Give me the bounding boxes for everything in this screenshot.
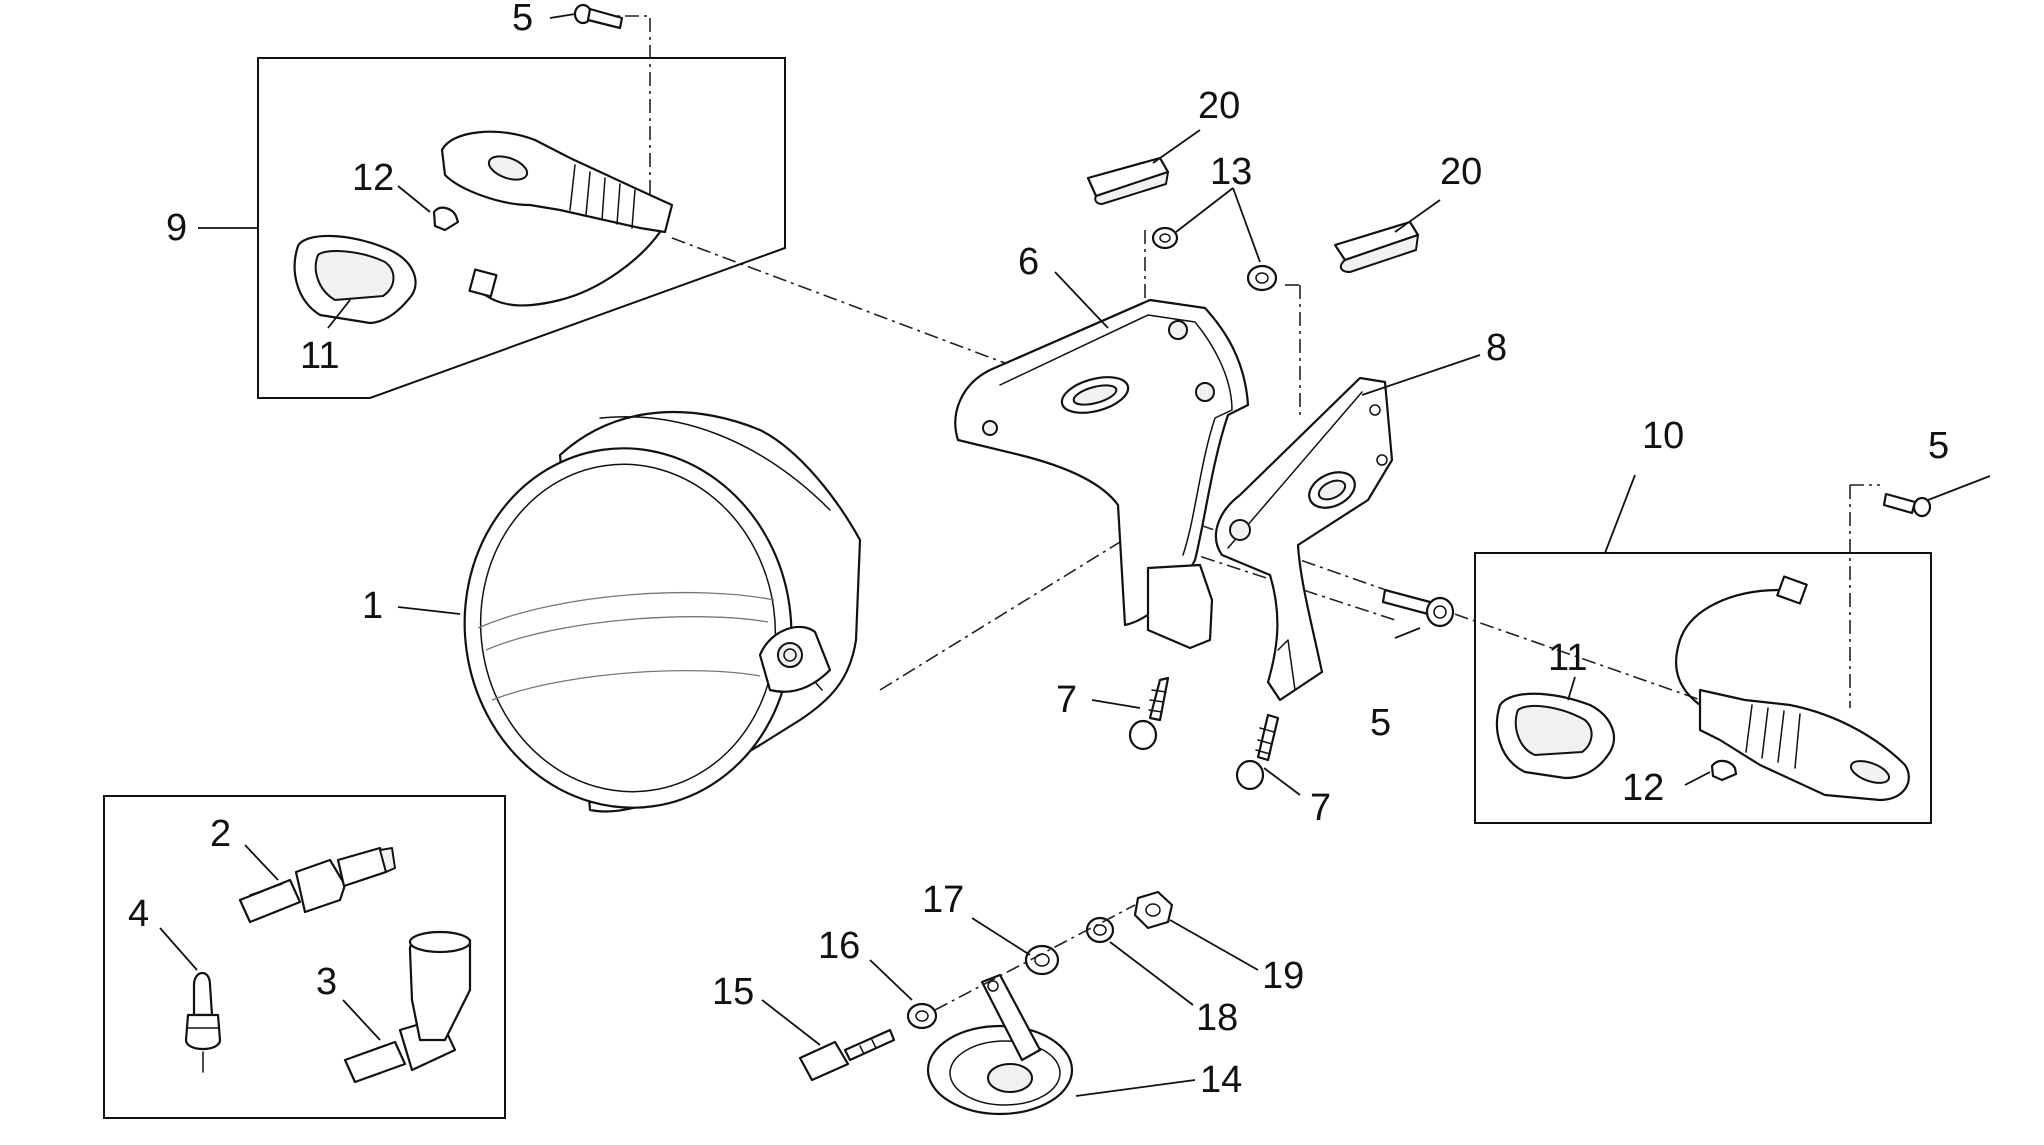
headlamp-assembly [463, 410, 862, 813]
callout-5-top: 5 [512, 0, 533, 39]
bulb-2 [238, 846, 396, 924]
callout-2: 2 [210, 813, 231, 855]
leader-lines [159, 13, 1991, 1097]
indicator-left [293, 130, 674, 325]
callout-4: 4 [128, 893, 149, 935]
horn-dash-line [934, 904, 1136, 1011]
callout-17: 17 [922, 879, 964, 921]
nut-19 [1133, 890, 1174, 930]
callout-15: 15 [712, 971, 754, 1013]
callout-13: 13 [1210, 151, 1252, 193]
callout-7-right: 7 [1310, 787, 1331, 829]
screw-15 [798, 1028, 896, 1082]
callout-5-middle: 5 [1370, 702, 1391, 744]
callout-11-left: 11 [300, 335, 339, 377]
callout-20-left: 20 [1198, 85, 1240, 127]
horn-14 [926, 973, 1074, 1116]
callout-3: 3 [316, 961, 337, 1003]
indicator-right [1496, 575, 1910, 802]
callout-1: 1 [362, 585, 383, 627]
screw-7-right [1235, 713, 1280, 791]
washer-18 [1085, 916, 1115, 944]
screw-7-left [1128, 676, 1170, 751]
callout-8: 8 [1486, 327, 1507, 369]
kit-box-bulbs [103, 795, 506, 1119]
bracket-right [1214, 376, 1394, 702]
callout-12-right: 12 [1622, 767, 1664, 809]
callout-labels: 1 2 3 4 5 5 5 6 7 7 8 9 10 11 11 12 12 1… [128, 0, 1949, 1101]
kit-box-right-indicator [1474, 552, 1932, 824]
screw-5-right [1882, 492, 1932, 518]
washer-16 [906, 1002, 938, 1030]
callout-7-left: 7 [1056, 679, 1077, 721]
callout-16: 16 [818, 925, 860, 967]
callout-11-right: 11 [1548, 637, 1587, 679]
callout-18: 18 [1196, 997, 1238, 1039]
bulb-3 [343, 930, 472, 1084]
grommet-13a [1151, 226, 1179, 250]
callout-12-left: 12 [352, 157, 394, 199]
bulb-4 [184, 971, 222, 1073]
bracket-left [954, 298, 1250, 650]
kit-box-left-indicator [257, 57, 786, 399]
screw-5-middle [1381, 588, 1455, 628]
callout-9: 9 [166, 207, 187, 249]
callout-14: 14 [1200, 1059, 1242, 1101]
callout-10: 10 [1642, 415, 1684, 457]
grommet-13b [1246, 264, 1278, 292]
clip-20-right [1333, 220, 1420, 273]
callout-20-right: 20 [1440, 151, 1482, 193]
callout-6: 6 [1018, 241, 1039, 283]
screw-5-top [573, 3, 624, 30]
clip-20-left [1086, 156, 1170, 205]
callout-5-right: 5 [1928, 425, 1949, 467]
callout-19: 19 [1262, 955, 1304, 997]
